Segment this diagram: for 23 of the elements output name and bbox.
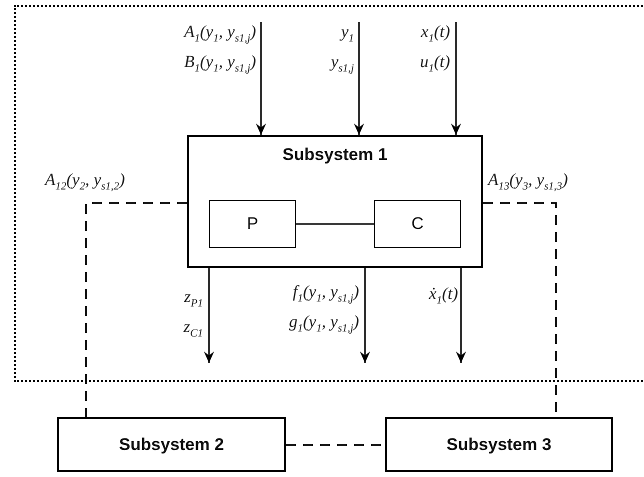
edge-label: A$_{1}$(y$_{1}$, y$_{s1,j}$) B$_{1}$(y$_{1}$, y$_{s1,j}$)	[182, 21, 256, 77]
arrow	[256, 22, 266, 135]
subsystem-box	[187, 135, 483, 268]
arrow	[450, 22, 462, 135]
edge-label: ẋ$_{1}$(t)	[428, 283, 458, 308]
edge-label: A$_{12}$(y$_{2}$, y$_{s1,2}$)	[45, 169, 126, 194]
connector-line	[296, 223, 374, 225]
edge-label: A$_{13}$(y$_{3}$, y$_{s1,3}$)	[488, 169, 569, 194]
box-title: Subsystem 1	[282, 145, 388, 165]
component-box: P	[209, 200, 296, 248]
dashed-connector	[85, 202, 187, 417]
arrow	[354, 22, 364, 135]
arrow	[456, 268, 466, 363]
arrow	[360, 268, 370, 363]
subsystem-box: Subsystem 3	[385, 417, 613, 472]
edge-label: f$_{1}$(y$_{1}$, y$_{s1,j}$) g$_{1}$(y$_{1}$, y$_{s1,j}$)	[288, 281, 359, 337]
subsystem-box: Subsystem 2	[57, 417, 286, 472]
edge-label: y$_{1}$ y$_{s1,j}$	[328, 21, 354, 77]
arrow	[204, 268, 214, 363]
boundary-box	[14, 5, 644, 382]
edge-label: x$_{1}$(t) u$_{1}$(t)	[418, 21, 450, 77]
edge-label: z$_{P1}$ z$_{C1}$	[182, 286, 203, 342]
component-box: C	[374, 200, 461, 248]
